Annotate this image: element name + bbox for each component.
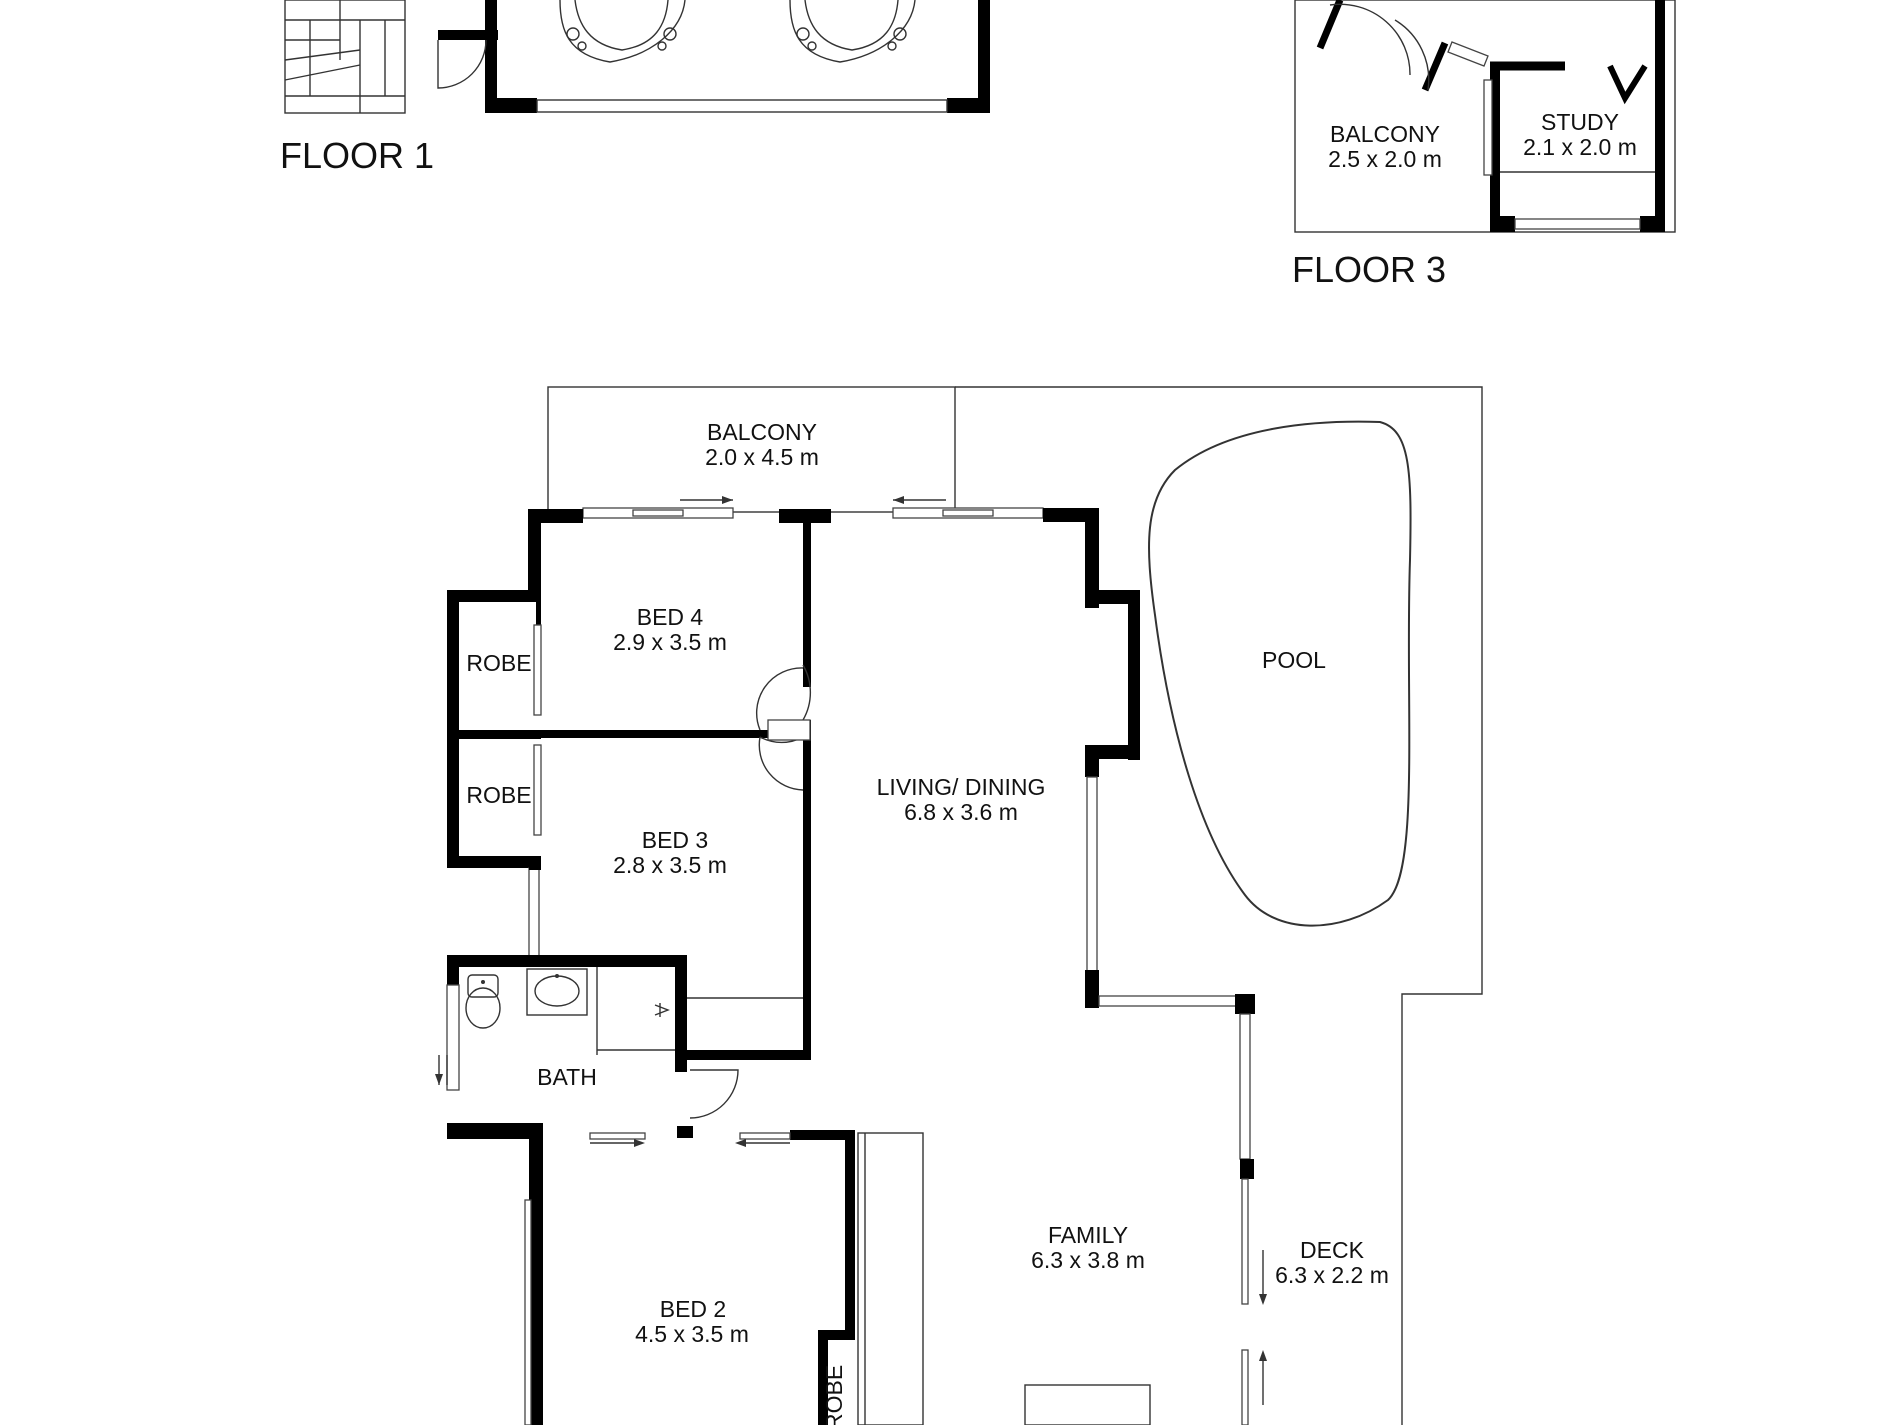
- floor-1-label: FLOOR 1: [280, 135, 434, 176]
- floor-1-plan: FLOOR 1: [280, 0, 990, 176]
- room-name-family: FAMILY: [1048, 1222, 1128, 1248]
- floor-3-plan: BALCONY 2.5 x 2.0 m STUDY 2.1 x 2.0 m FL…: [1292, 0, 1676, 290]
- floor-1-wall: [438, 30, 498, 40]
- room-name-robe-1: ROBE: [466, 650, 531, 676]
- shower-icon: [596, 967, 675, 1055]
- room-dims-family: 6.3 x 3.8 m: [1031, 1247, 1145, 1273]
- room-name-bed-2: BED 2: [660, 1296, 726, 1322]
- room-dims-balcony: 2.0 x 4.5 m: [705, 444, 819, 470]
- room-name-balcony-f3: BALCONY: [1330, 121, 1440, 147]
- balcony-area: [547, 386, 956, 513]
- room-dims-living: 6.8 x 3.6 m: [904, 799, 1018, 825]
- floor-1-stair: [284, 0, 406, 114]
- floor-1-wall: [485, 0, 497, 113]
- kitchen-island: [1024, 1384, 1151, 1425]
- room-name-bed-3: BED 3: [642, 827, 708, 853]
- room-dims-deck: 6.3 x 2.2 m: [1275, 1262, 1389, 1288]
- room-dims-bed-4: 2.9 x 3.5 m: [613, 629, 727, 655]
- toilet-icon: [465, 974, 501, 1029]
- room-name-living: LIVING/ DINING: [877, 774, 1046, 800]
- room-name-pool: POOL: [1262, 647, 1326, 673]
- floor-2-plan: BATH ROBE: [435, 386, 1483, 1425]
- car-icon: [789, 0, 916, 63]
- room-name-bed-4: BED 4: [637, 604, 704, 630]
- room-dims-bed-3: 2.8 x 3.5 m: [613, 852, 727, 878]
- floor-1-wall: [485, 98, 537, 113]
- room-name-robe-3: ROBE: [821, 1365, 847, 1425]
- room-name-bath: BATH: [537, 1064, 597, 1090]
- floor-1-wall: [978, 0, 990, 113]
- balcony-door: [1316, 0, 1489, 92]
- room-name-robe-2: ROBE: [466, 782, 531, 808]
- stair: [857, 1132, 924, 1425]
- room-dims-balcony-f3: 2.5 x 2.0 m: [1328, 146, 1442, 172]
- pool-shape: [1148, 420, 1412, 927]
- room-name-balcony: BALCONY: [707, 419, 817, 445]
- room-dims-study: 2.1 x 2.0 m: [1523, 134, 1637, 160]
- floor-3-label: FLOOR 3: [1292, 249, 1446, 290]
- car-icon: [559, 0, 686, 63]
- sink-icon: [526, 968, 588, 1016]
- room-dims-bed-2: 4.5 x 3.5 m: [635, 1321, 749, 1347]
- room-name-deck: DECK: [1300, 1237, 1365, 1263]
- room-name-study: STUDY: [1541, 109, 1619, 135]
